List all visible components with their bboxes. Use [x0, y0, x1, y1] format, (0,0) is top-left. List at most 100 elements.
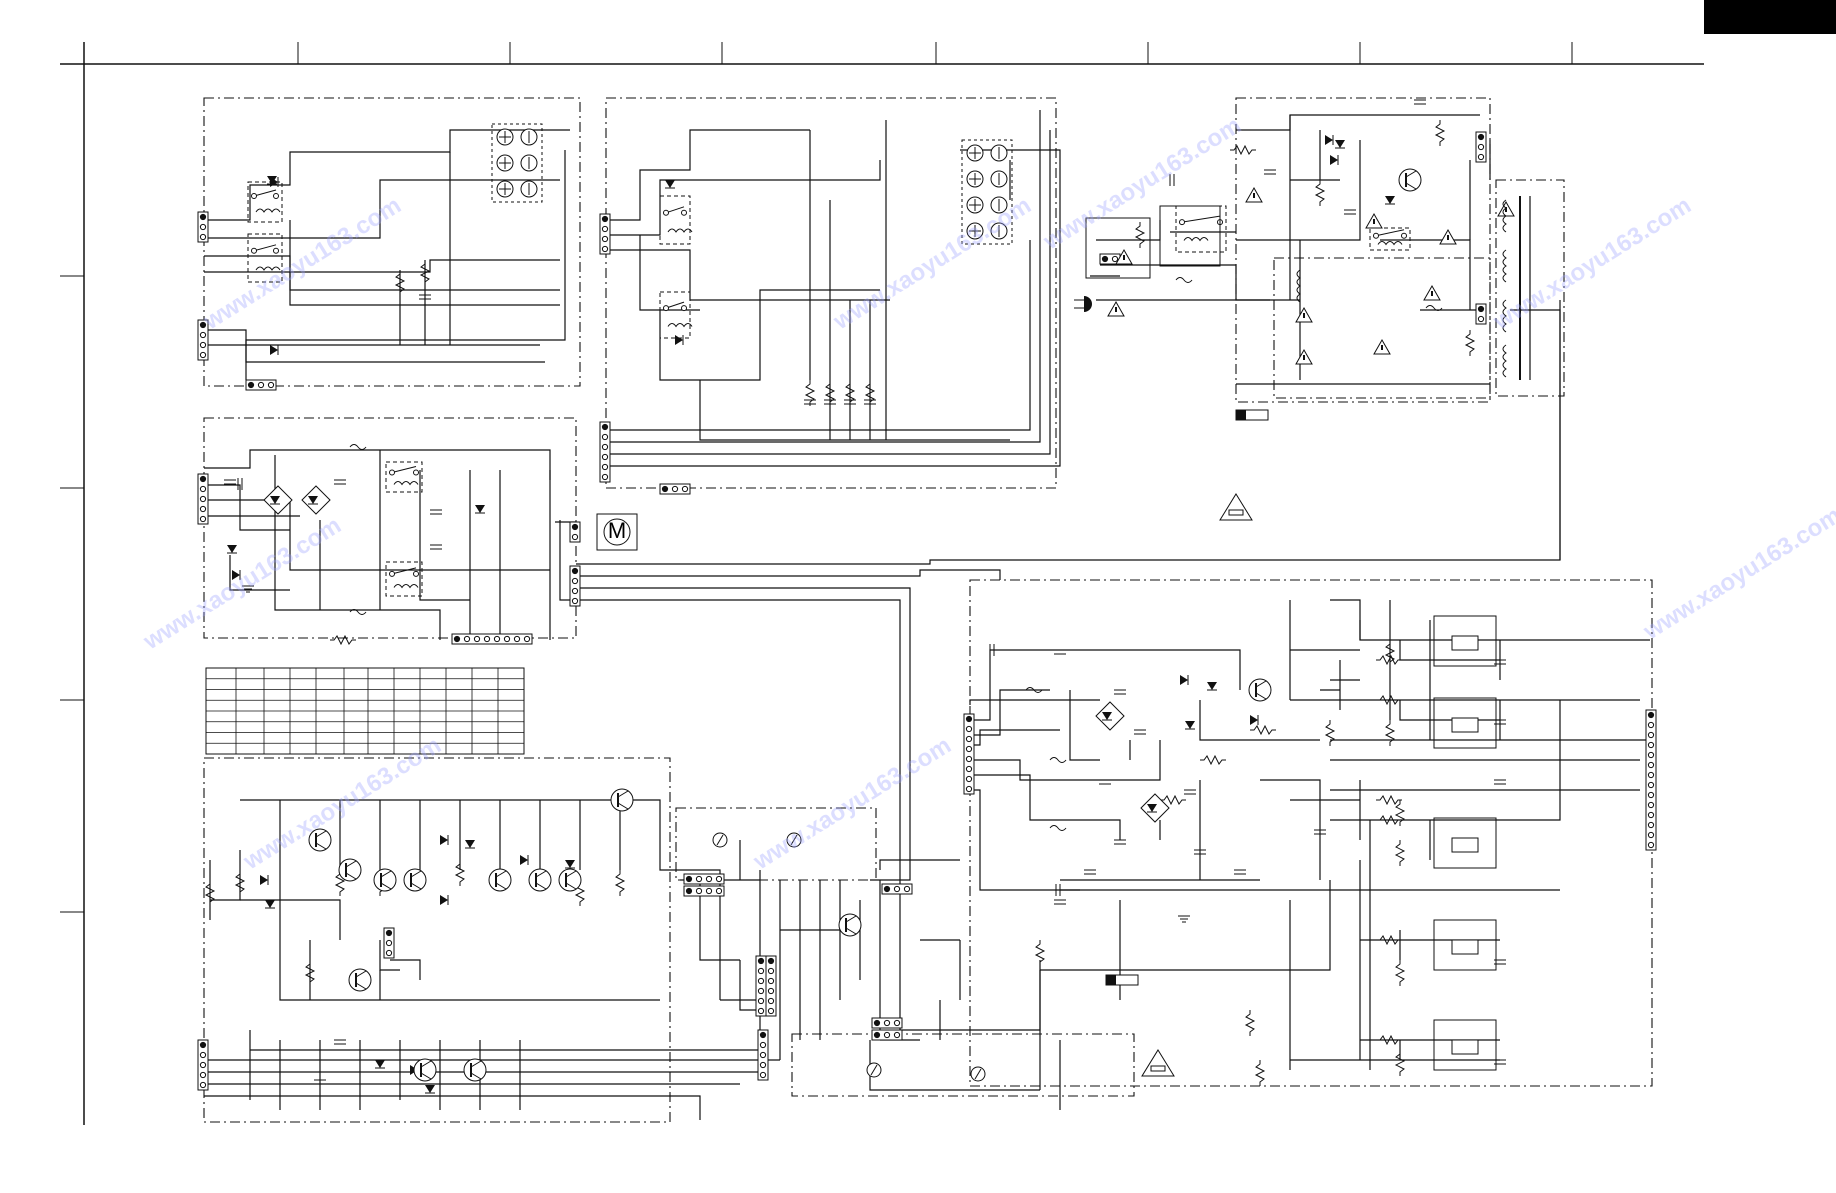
- connector-housing: [1475, 303, 1487, 325]
- wire-trace: [576, 300, 1561, 565]
- resistor-r26: [1254, 1060, 1266, 1086]
- connector-pin: [759, 1041, 767, 1049]
- wire-trace: [204, 129, 570, 221]
- relay-k1: [247, 181, 283, 223]
- wire-trace: [970, 649, 1030, 721]
- resistor-h1: [1376, 654, 1402, 666]
- diode-d14: [440, 895, 449, 905]
- transistor-body: [488, 868, 512, 892]
- connector-housing: [197, 319, 209, 361]
- thermistor-mark: [790, 834, 798, 846]
- resistor-r21: [1394, 840, 1406, 866]
- connector-cn20: [765, 955, 777, 1017]
- connector-pin: [601, 215, 609, 223]
- connector-pin: [705, 887, 713, 895]
- relay-coil: [393, 584, 419, 589]
- connector-pin: [883, 1019, 891, 1027]
- thermistor-mark: [870, 1064, 878, 1076]
- capacitor-c23: [1494, 779, 1506, 785]
- wire-trace: [1100, 264, 1270, 301]
- wire-trace: [1260, 779, 1321, 880]
- wire-trace: [250, 1040, 761, 1051]
- connector-pin: [493, 635, 501, 643]
- transistor-body: [373, 868, 397, 892]
- connector-pin: [1647, 831, 1655, 839]
- relay-k2: [247, 233, 283, 283]
- fuse-f2: [349, 609, 367, 615]
- connector-pin: [601, 443, 609, 451]
- connector-pin: [513, 635, 521, 643]
- connector-pin: [199, 213, 207, 221]
- warning-icon-8: [1497, 200, 1515, 217]
- capacitor-c1: [419, 294, 431, 300]
- bridge-body: [1095, 701, 1125, 731]
- diode-body: [1207, 682, 1217, 690]
- relay-outline: [1369, 227, 1411, 251]
- wire-trace: [970, 789, 1080, 891]
- transistor-q6: [488, 868, 512, 892]
- connector-pin: [1101, 255, 1109, 263]
- warning-icon-7: [1373, 338, 1391, 355]
- connector-pin: [767, 967, 775, 975]
- diode-body: [1250, 715, 1258, 725]
- relay-coil: [667, 323, 693, 328]
- connector-housing: [683, 885, 725, 897]
- connector-cn3: [245, 379, 277, 391]
- diode-d19: [1207, 682, 1217, 691]
- relay-k5: [385, 461, 423, 493]
- regulator-ic: [1451, 717, 1479, 733]
- relay-terminal: [389, 469, 395, 476]
- regulator-outline: [1433, 1019, 1497, 1071]
- diode-d7: [475, 505, 485, 514]
- relay-contact: [1375, 229, 1405, 237]
- diode-body: [440, 895, 448, 905]
- diode-body: [665, 180, 675, 188]
- connector-pin: [873, 1019, 881, 1027]
- wire-trace: [879, 859, 960, 870]
- regulator-ic: [1451, 1039, 1479, 1055]
- bridge-body: [301, 485, 331, 515]
- connector-pin: [1647, 801, 1655, 809]
- wire-trace: [606, 249, 890, 301]
- connector-pin: [1647, 761, 1655, 769]
- transistor-collector: [315, 830, 327, 838]
- connector-pin: [965, 755, 973, 763]
- connector-pin: [883, 885, 891, 893]
- ground-symbol: [242, 585, 254, 593]
- wire-trace: [245, 150, 566, 380]
- watermark-text: www.xaoyu163.com: [748, 732, 956, 876]
- warning-icon-9: [1115, 248, 1133, 265]
- diode-d12: [260, 875, 269, 885]
- connector-housing: [599, 421, 611, 483]
- connector-cn12: [1475, 303, 1487, 325]
- connector-pin: [893, 1031, 901, 1039]
- connector-pin: [601, 245, 609, 253]
- fuse-f7: [1175, 277, 1193, 283]
- diode-d2: [270, 177, 279, 187]
- connector-pin: [757, 997, 765, 1005]
- resistor-r9: [1434, 120, 1446, 146]
- connector-pin: [453, 635, 461, 643]
- wire-trace: [1100, 740, 1161, 781]
- resistor-r16: [204, 880, 216, 906]
- relay-coil: [255, 208, 281, 213]
- connector-cn15: [683, 873, 725, 885]
- connector-pin: [385, 929, 393, 937]
- thermistor-mark: [974, 1068, 982, 1080]
- connector-pin: [267, 381, 275, 389]
- connector-pin: [601, 423, 609, 431]
- connector-pin: [883, 1031, 891, 1039]
- connector-pin: [965, 715, 973, 723]
- relay-terminal: [389, 570, 395, 577]
- motor-rotor: [603, 518, 631, 546]
- fuse-cartridge-cap: [1106, 975, 1116, 985]
- diode-body: [232, 570, 240, 580]
- bridge-diode: [308, 496, 318, 505]
- connector-pin: [705, 875, 713, 883]
- connector-pin: [685, 875, 693, 883]
- watermark-layer: www.xaoyu163.comwww.xaoyu163.comwww.xaoy…: [138, 112, 1836, 876]
- diode-d21: [1185, 721, 1195, 730]
- transistor-collector: [410, 870, 422, 878]
- transistor-collector: [470, 1060, 482, 1068]
